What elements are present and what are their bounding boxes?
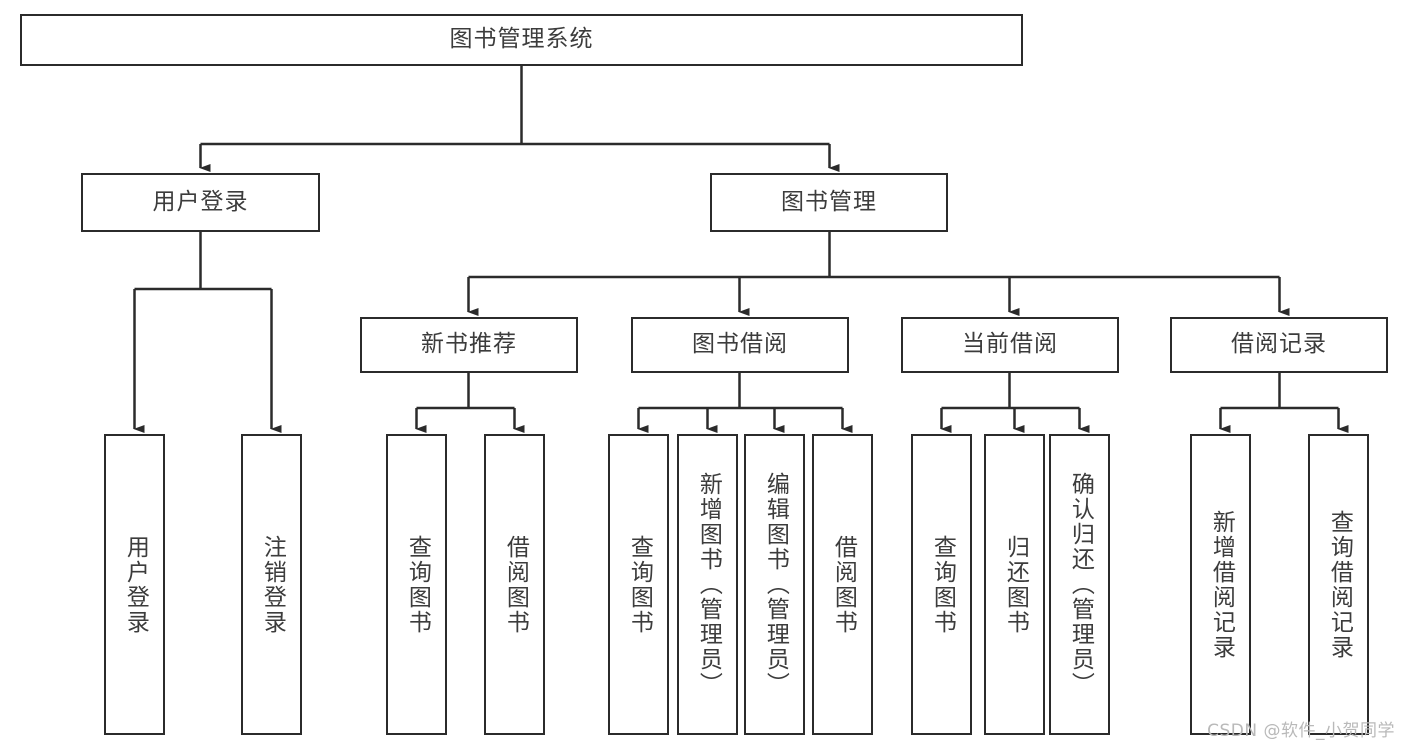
- node-borrowing-record[interactable]: 借阅记录: [1170, 317, 1388, 373]
- leaf-label: 用户登录: [122, 534, 149, 635]
- leaf-label: 新增借阅记录: [1208, 509, 1235, 660]
- node-leaf-borrow-book[interactable]: 借阅图书: [812, 434, 873, 735]
- node-leaf-user-login[interactable]: 用户登录: [104, 434, 165, 735]
- node-book-borrowing[interactable]: 图书借阅: [631, 317, 849, 373]
- node-leaf-logout-login[interactable]: 注销登录: [241, 434, 302, 735]
- leaf-label: 编辑图书（管理员）: [762, 472, 789, 697]
- leaf-label: 查询图书: [929, 534, 956, 635]
- leaf-label: 确认归还（管理员）: [1067, 472, 1094, 697]
- node-leaf-add-book-admin[interactable]: 新增图书（管理员）: [677, 434, 738, 735]
- csdn-watermark: CSDN @软件_小贺同学: [1207, 721, 1395, 741]
- leaf-label: 查询图书: [404, 534, 431, 635]
- node-leaf-return-book[interactable]: 归还图书: [984, 434, 1045, 735]
- leaf-label: 新增图书（管理员）: [695, 472, 722, 697]
- node-leaf-confirm-return-admin[interactable]: 确认归还（管理员）: [1049, 434, 1110, 735]
- node-leaf-query-books-borrowing[interactable]: 查询图书: [608, 434, 669, 735]
- node-new-book-recommendation[interactable]: 新书推荐: [360, 317, 578, 373]
- node-current-borrowing[interactable]: 当前借阅: [901, 317, 1119, 373]
- node-leaf-borrow-books-recommendation[interactable]: 借阅图书: [484, 434, 545, 735]
- node-leaf-query-borrowing-record[interactable]: 查询借阅记录: [1308, 434, 1369, 735]
- leaf-label: 借阅图书: [830, 534, 857, 635]
- leaf-label: 查询图书: [626, 534, 653, 635]
- leaf-label: 查询借阅记录: [1326, 509, 1353, 660]
- leaf-label: 注销登录: [259, 534, 286, 635]
- node-leaf-query-books-current[interactable]: 查询图书: [911, 434, 972, 735]
- node-book-management-system[interactable]: 图书管理系统: [20, 14, 1023, 66]
- node-leaf-edit-book-admin[interactable]: 编辑图书（管理员）: [744, 434, 805, 735]
- node-leaf-query-books-recommendation[interactable]: 查询图书: [386, 434, 447, 735]
- node-book-management[interactable]: 图书管理: [710, 173, 948, 232]
- leaf-label: 归还图书: [1002, 534, 1029, 635]
- leaf-label: 借阅图书: [502, 534, 529, 635]
- node-user-login[interactable]: 用户登录: [81, 173, 320, 232]
- node-leaf-add-borrowing-record[interactable]: 新增借阅记录: [1190, 434, 1251, 735]
